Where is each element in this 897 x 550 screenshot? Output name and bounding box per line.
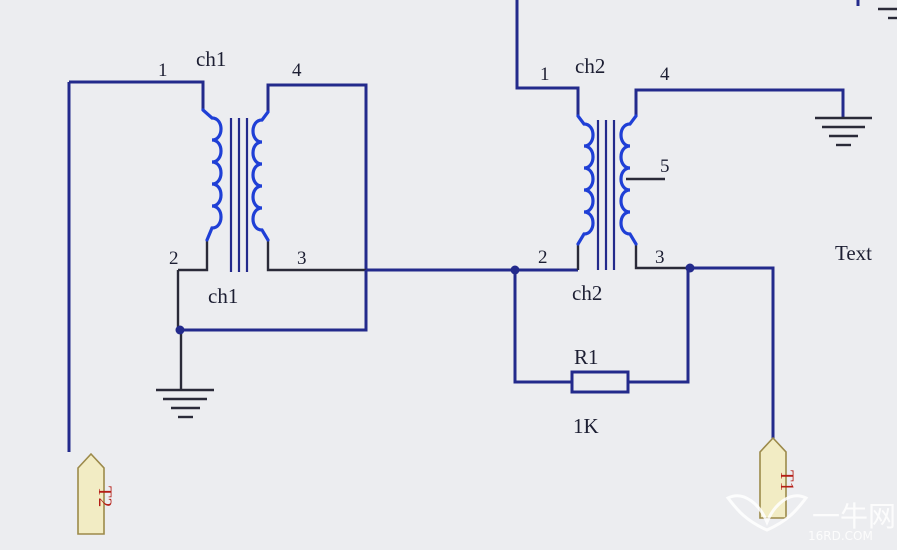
ch1-pin1-label: 1 (158, 60, 168, 81)
connector-t1-label: T1 (776, 470, 797, 491)
ch1-pin2-label: 2 (169, 248, 179, 269)
free-text-label: Text (835, 241, 872, 265)
wire-ch1-pin4 (266, 83, 368, 328)
r1-value: 1K (573, 414, 599, 438)
wire-ch1-pin3 (266, 240, 366, 272)
ch1-pin4-label: 4 (292, 60, 302, 81)
ch1-ref-top: ch1 (196, 47, 226, 71)
ground-symbol-right (815, 116, 872, 147)
watermark: 一牛网 16RD.COM (725, 494, 896, 543)
connector-t1[interactable]: T1 (759, 436, 797, 519)
ch1-ref-bottom: ch1 (208, 284, 238, 308)
wire-r1-left (513, 270, 572, 384)
watermark-logo-icon (725, 494, 809, 532)
watermark-text: 一牛网 (812, 500, 896, 533)
ch2-pin4-label: 4 (660, 64, 670, 85)
wire-ch1-pin2 (178, 240, 209, 272)
ch2-pin1-label: 1 (540, 64, 550, 85)
r1-ref: R1 (574, 345, 599, 369)
ch2-ref-top: ch2 (575, 54, 605, 78)
wire-ch1-pin1-top (69, 80, 205, 110)
wire-ch2-pin4 (634, 88, 845, 117)
transformer-ch2[interactable]: ch2 ch2 1 2 3 4 5 (515, 0, 845, 305)
wire-ch2-pin1 (515, 0, 580, 116)
ground-symbol-left (156, 388, 214, 419)
ch2-pin5-label: 5 (660, 156, 670, 177)
transformer-ch1[interactable]: ch1 ch1 1 2 3 4 (67, 47, 368, 452)
ch2-ref-bottom: ch2 (572, 281, 602, 305)
coil-ch1-secondary (251, 110, 270, 242)
coil-ch2-primary (576, 114, 595, 246)
wire-to-t1 (690, 266, 775, 450)
watermark-subtext: 16RD.COM (808, 529, 873, 543)
coil-ch1-primary (201, 108, 223, 242)
junction-left-ground (175, 325, 185, 335)
ch1-pin3-label: 3 (297, 248, 307, 269)
connector-t2[interactable]: T2 (77, 452, 115, 535)
wire-r1-right (628, 268, 690, 384)
wire-ch1-bottom-bus (178, 270, 368, 332)
ch2-pin2-label: 2 (538, 247, 548, 268)
ch2-pin3-label: 3 (655, 247, 665, 268)
wire-ch2-pin3 (634, 244, 690, 270)
resistor-r1[interactable] (570, 370, 630, 394)
connector-t2-label: T2 (94, 486, 115, 507)
coil-ch2-secondary (619, 114, 638, 246)
